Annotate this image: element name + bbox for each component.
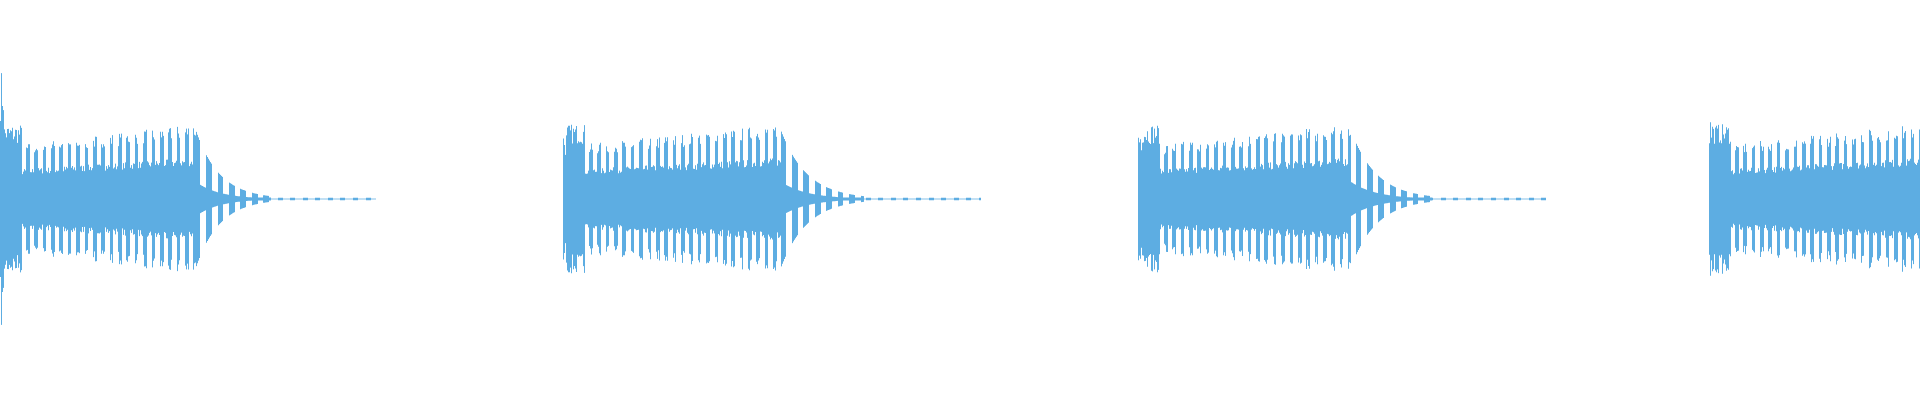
waveform-trace <box>1138 125 1546 273</box>
waveform-segment-1 <box>0 73 376 325</box>
waveform-segments <box>0 73 1920 325</box>
waveform-trace <box>563 124 981 274</box>
waveform-segment-2 <box>563 124 981 274</box>
waveform-segment-3 <box>1138 125 1546 273</box>
waveform-segment-4 <box>1709 122 1920 276</box>
waveform-trace <box>1709 122 1920 276</box>
waveform-trace <box>0 73 376 325</box>
